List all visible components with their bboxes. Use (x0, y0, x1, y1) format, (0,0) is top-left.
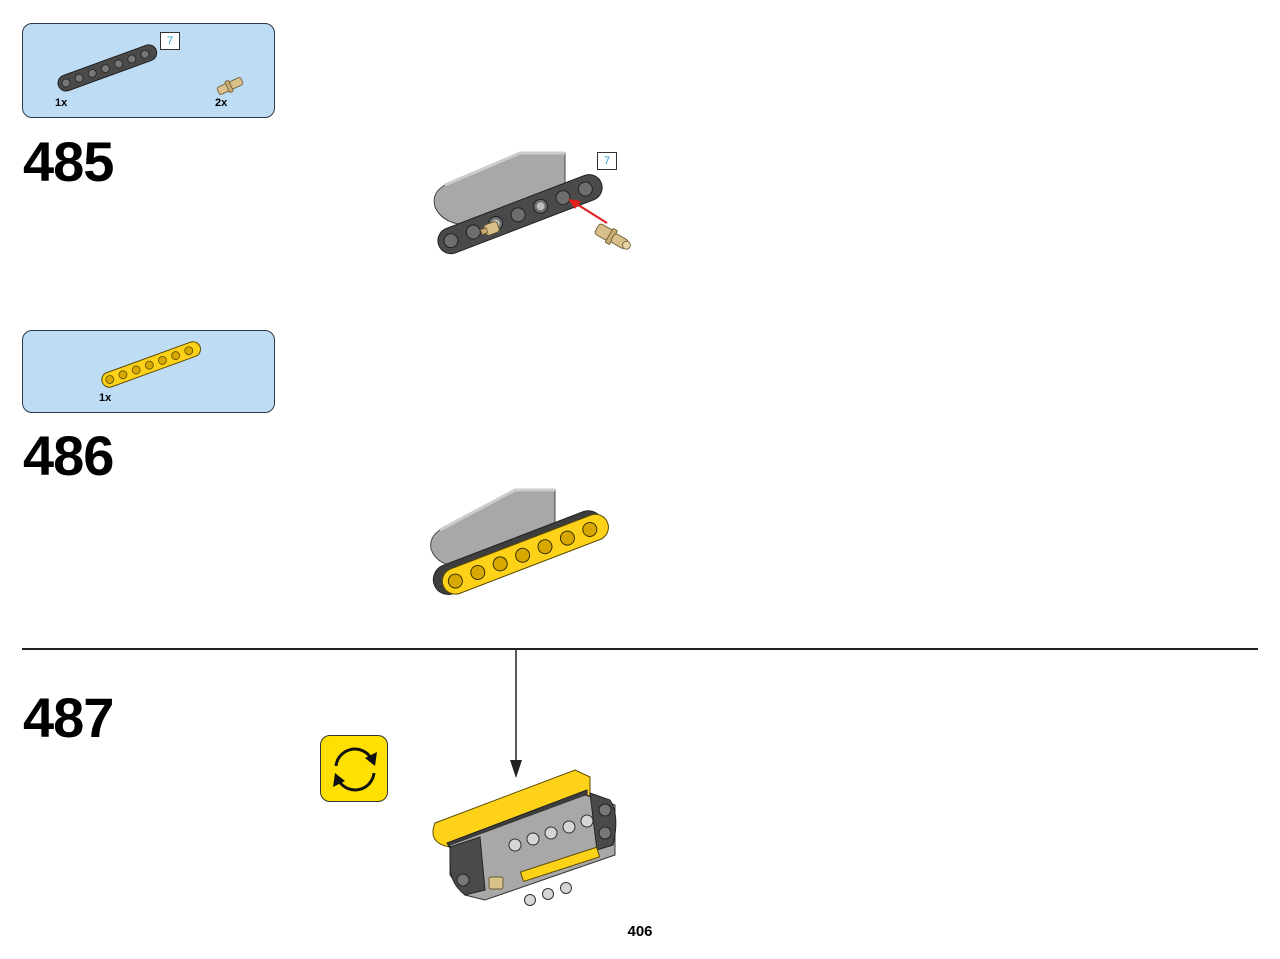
part-qty-yellow-beam: 1x (99, 392, 112, 404)
yellow-beam-7-icon (101, 341, 201, 388)
tan-pin-icon (216, 77, 244, 95)
page-number: 406 (627, 923, 653, 940)
step-number-485: 485 (23, 130, 114, 193)
beam-length-tag: 7 (160, 32, 180, 50)
assembly-step-487 (432, 769, 617, 906)
assembly-step-486 (430, 488, 609, 596)
part-qty-pin: 2x (215, 97, 228, 109)
down-arrow-line (510, 648, 522, 778)
dark-gray-beam-7-icon (57, 44, 158, 92)
rotate-model-icon (320, 735, 388, 802)
assembly-length-tag: 7 (597, 152, 617, 170)
section-divider (22, 648, 1258, 650)
part-qty-beam: 1x (55, 97, 68, 109)
step-number-487: 487 (23, 686, 114, 749)
assembly-step-485 (433, 151, 631, 255)
parts-list-box-485 (22, 23, 275, 118)
step-number-486: 486 (23, 424, 114, 487)
